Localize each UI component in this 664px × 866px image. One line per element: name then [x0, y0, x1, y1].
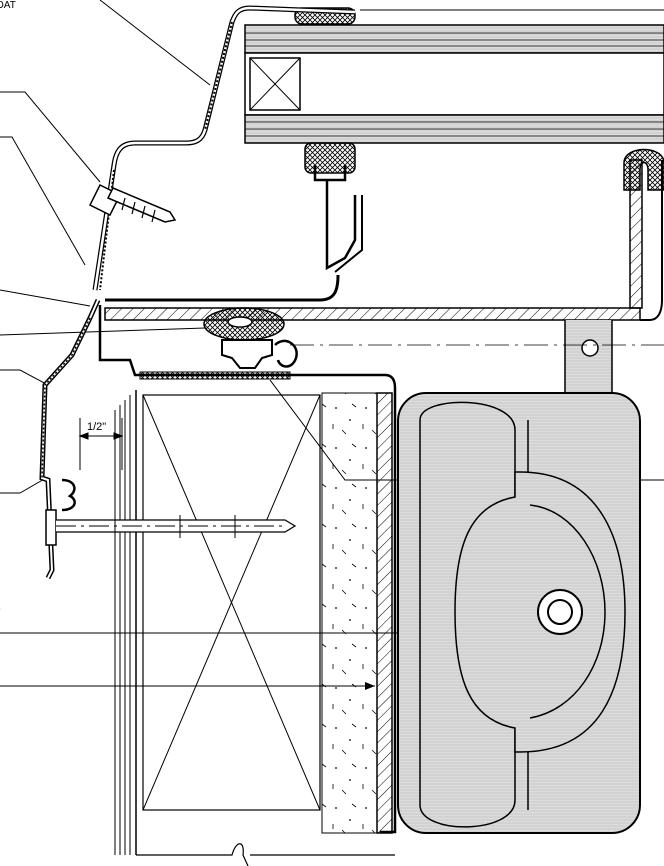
panel-top-layer — [244, 24, 664, 54]
base-plate — [104, 159, 663, 321]
coping-profile — [92, 5, 356, 302]
dimension-half-inch — [78, 418, 124, 470]
cladding-clip — [61, 478, 76, 512]
lower-cladding — [39, 298, 397, 834]
frame-box — [114, 390, 395, 866]
right-bulb-gasket — [623, 148, 664, 191]
leader-gasket — [0, 327, 206, 336]
screw — [88, 183, 177, 223]
leader-clip — [0, 477, 47, 494]
roof-panel-assembly — [244, 7, 664, 144]
leader-top — [99, 0, 211, 86]
dimension-label: 1/2" — [87, 421, 106, 433]
panel-core — [244, 52, 664, 116]
pivot-mount — [564, 320, 613, 394]
leader-flashing — [0, 136, 86, 266]
vertical-plate — [376, 392, 393, 834]
leader-angle — [0, 289, 91, 307]
seal-strip — [139, 371, 291, 380]
center-gasket — [203, 307, 298, 369]
partial-label-top-left: OAT — [0, 0, 16, 11]
roller-housing — [397, 392, 641, 834]
leader-cladding — [0, 369, 49, 386]
wall-fastener — [45, 509, 297, 546]
insulation — [321, 392, 378, 834]
leader-screw — [0, 91, 101, 183]
panel-clip — [304, 142, 363, 273]
partial-label-lower-left: r — [0, 606, 1, 617]
